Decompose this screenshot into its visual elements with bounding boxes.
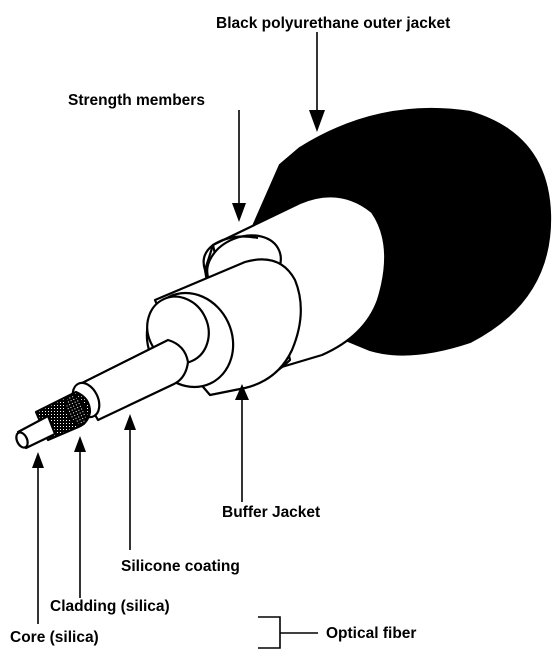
labels: Black polyurethane outer jacket Strength… bbox=[10, 15, 450, 646]
optical-fiber-label: Optical fiber bbox=[326, 625, 416, 642]
leader-lines bbox=[32, 32, 325, 649]
core-arrowhead bbox=[32, 452, 44, 468]
silicone-coating-label: Silicone coating bbox=[121, 558, 240, 575]
optical-fiber-bracket bbox=[258, 616, 318, 649]
cladding-label: Cladding (silica) bbox=[50, 598, 170, 615]
buffer-jacket-label: Buffer Jacket bbox=[222, 504, 320, 521]
strength-members-label: Strength members bbox=[68, 92, 205, 109]
cable-illustration bbox=[15, 107, 552, 450]
outer-jacket-arrowhead bbox=[309, 110, 325, 132]
cladding-arrowhead bbox=[74, 436, 86, 452]
core-layer bbox=[15, 414, 57, 450]
silicone-coating-arrowhead bbox=[124, 414, 136, 430]
strength-members-arrowhead bbox=[232, 203, 246, 222]
buffer-jacket-arrowhead bbox=[235, 384, 249, 400]
core-label: Core (silica) bbox=[10, 629, 99, 646]
outer-jacket-label: Black polyurethane outer jacket bbox=[216, 15, 450, 32]
